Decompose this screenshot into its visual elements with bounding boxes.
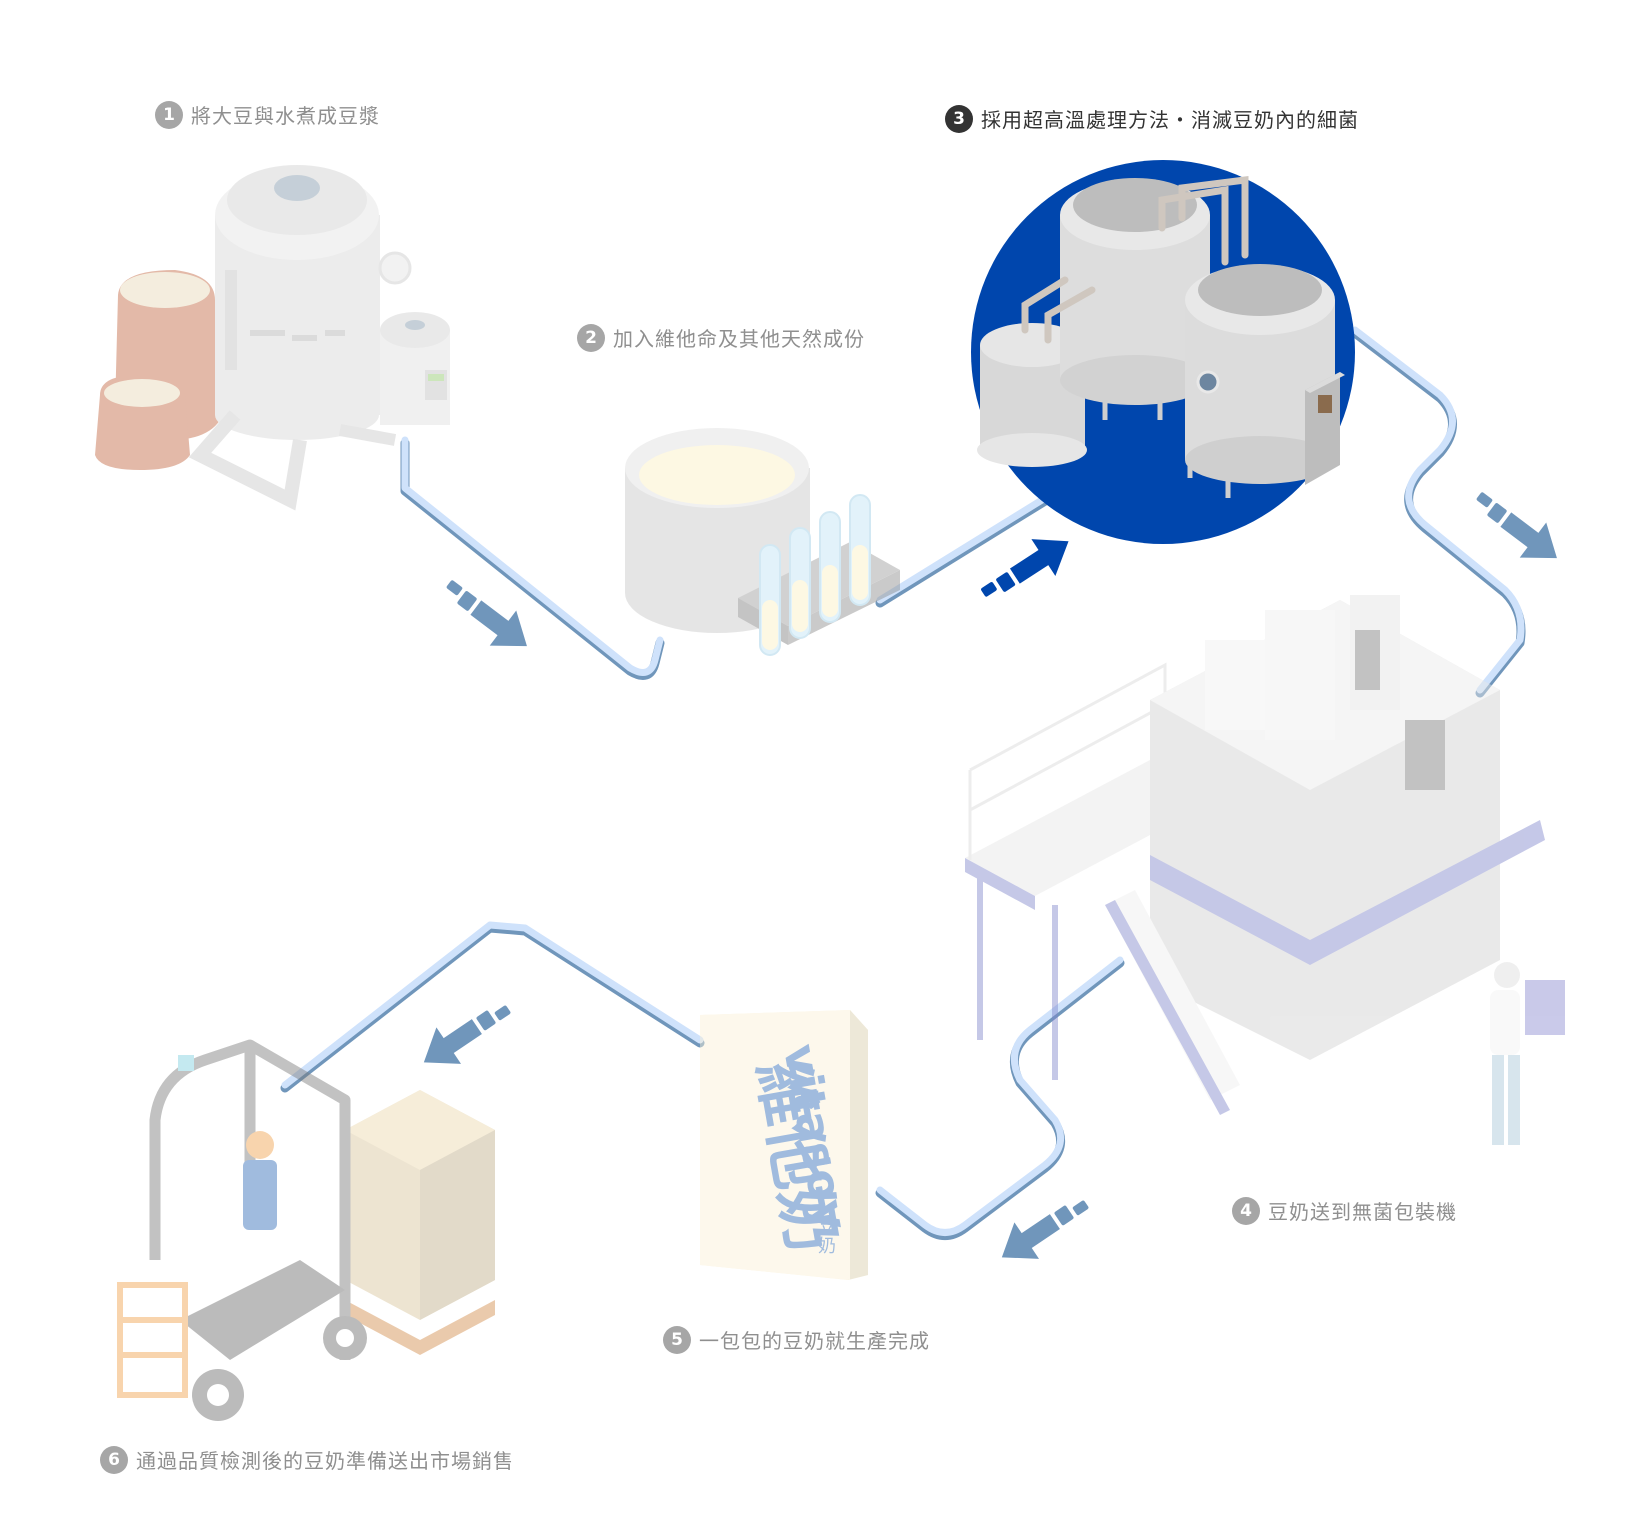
step-4-text: 豆奶送到無菌包裝機 [1268,1200,1457,1224]
pipe-network [280,326,1526,1240]
flow-arrow-3 [1463,480,1571,576]
vitamin-tubes-icon [625,428,900,656]
uht-tanks-icon [971,160,1355,544]
step-4-label: 4 豆奶送到無菌包裝機 [1232,1196,1457,1225]
aseptic-packaging-machine-icon [965,595,1565,1145]
soy-boiler-icon [95,165,450,511]
step-6-label: 6 通過品質檢測後的豆奶準備送出市場銷售 [100,1445,514,1474]
forklift-icon [117,1039,495,1421]
step-5-text: 一包包的豆奶就生產完成 [699,1329,930,1353]
step-1-label: 1 將大豆與水煮成豆漿 [155,100,380,129]
pipe-1-to-2 [400,438,665,680]
step-1-text: 將大豆與水煮成豆漿 [191,104,380,128]
step-2-label: 2 加入維他命及其他天然成份 [577,323,865,352]
step-5-number-badge: 5 [663,1325,691,1354]
step-1-number-badge: 1 [155,100,183,129]
carton-product-char-2: 奶 [818,1236,836,1257]
step-6-text: 通過品質檢測後的豆奶準備送出市場銷售 [136,1449,514,1473]
step-2-number-badge: 2 [577,323,605,352]
soymilk-carton-icon: 維他奶 vitasoy 豆 奶 [700,1010,868,1280]
carton-product-char-1: 豆 [818,1214,836,1235]
pipe-5-to-6 [280,923,705,1093]
step-3-text: 採用超高溫處理方法・消滅豆奶內的細菌 [981,108,1359,132]
step-3-number-badge: 3 [945,104,973,133]
step-3-label: 3 採用超高溫處理方法・消滅豆奶內的細菌 [945,104,1359,133]
step-2-text: 加入維他命及其他天然成份 [613,327,865,351]
step-6-number-badge: 6 [100,1445,128,1474]
flow-arrow-5 [411,988,520,1081]
step-5-label: 5 一包包的豆奶就生產完成 [663,1325,930,1354]
step-4-number-badge: 4 [1232,1196,1260,1225]
